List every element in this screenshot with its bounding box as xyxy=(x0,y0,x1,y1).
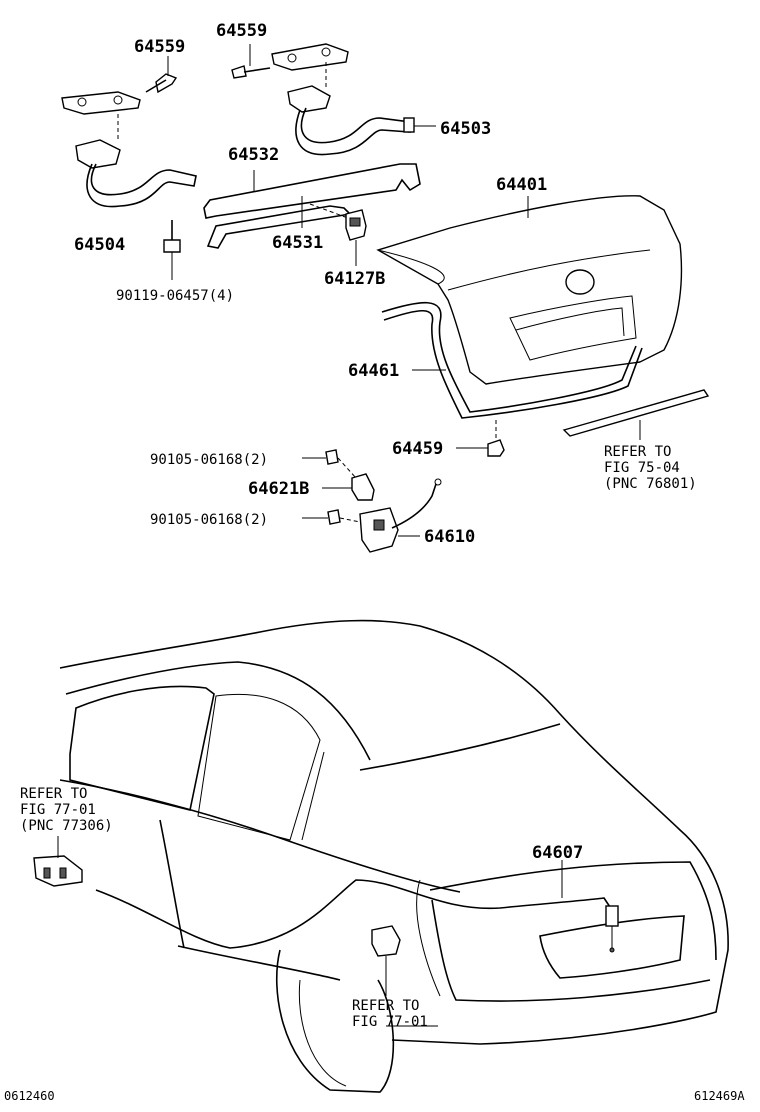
striker-64621b[interactable] xyxy=(351,473,375,501)
refer-note-75-04[interactable]: REFER TO FIG 75-04 (PNC 76801) xyxy=(604,444,697,492)
svg-text:FIG 77-01: FIG 77-01 xyxy=(352,1014,428,1030)
svg-text:FIG 75-04: FIG 75-04 xyxy=(604,460,680,476)
fuel-opener[interactable] xyxy=(371,925,401,957)
label-64610: 64610 xyxy=(424,527,475,547)
hinge-right-64503[interactable] xyxy=(271,43,415,156)
svg-text:(PNC 76801): (PNC 76801) xyxy=(604,476,697,492)
label-64127b: 64127B xyxy=(324,269,385,289)
label-64504: 64504 xyxy=(74,235,125,255)
code-left: 0612460 xyxy=(4,1089,55,1103)
label-64401: 64401 xyxy=(496,175,547,195)
hinge-left-64504[interactable] xyxy=(61,91,197,208)
cable-64607[interactable] xyxy=(95,879,619,953)
trunk-lid-64401[interactable] xyxy=(376,195,683,385)
bolt-64559-right[interactable] xyxy=(231,65,271,79)
label-90105-lower: 90105-06168(2) xyxy=(150,512,268,528)
rod-guide-64127b[interactable] xyxy=(345,209,367,241)
bolt-90119[interactable] xyxy=(163,220,181,253)
label-64531: 64531 xyxy=(272,233,323,253)
svg-text:REFER TO: REFER TO xyxy=(604,444,671,460)
vehicle-body xyxy=(59,619,729,1093)
lock-64610[interactable] xyxy=(359,478,442,553)
svg-text:FIG 77-01: FIG 77-01 xyxy=(20,802,96,818)
trunk-garnish[interactable] xyxy=(562,389,710,437)
label-64559-left: 64559 xyxy=(134,37,185,57)
bolt-90105-lower[interactable] xyxy=(327,509,341,525)
label-64621b: 64621B xyxy=(248,479,309,499)
refer-note-77-01-a[interactable]: REFER TO FIG 77-01 (PNC 77306) xyxy=(20,786,113,834)
svg-text:REFER TO: REFER TO xyxy=(20,786,87,802)
opener-lever[interactable] xyxy=(33,855,83,887)
cushion-64459[interactable] xyxy=(487,439,505,457)
label-64532: 64532 xyxy=(228,145,279,165)
label-90119: 90119-06457(4) xyxy=(116,288,234,304)
label-64459: 64459 xyxy=(392,439,443,459)
code-right: 612469A xyxy=(694,1089,745,1103)
label-64607: 64607 xyxy=(532,843,583,863)
weatherstrip-64461[interactable] xyxy=(381,301,643,419)
svg-text:REFER TO: REFER TO xyxy=(352,998,419,1014)
refer-note-77-01-b[interactable]: REFER TO FIG 77-01 xyxy=(352,998,428,1030)
svg-text:(PNC 77306): (PNC 77306) xyxy=(20,818,113,834)
label-64503: 64503 xyxy=(440,119,491,139)
bolt-90105-upper[interactable] xyxy=(325,449,339,465)
torsion-bar-64532[interactable] xyxy=(203,163,421,219)
bolt-64559-left[interactable] xyxy=(145,73,178,94)
label-64461: 64461 xyxy=(348,361,399,381)
label-90105-upper: 90105-06168(2) xyxy=(150,452,268,468)
label-64559-right: 64559 xyxy=(216,21,267,41)
